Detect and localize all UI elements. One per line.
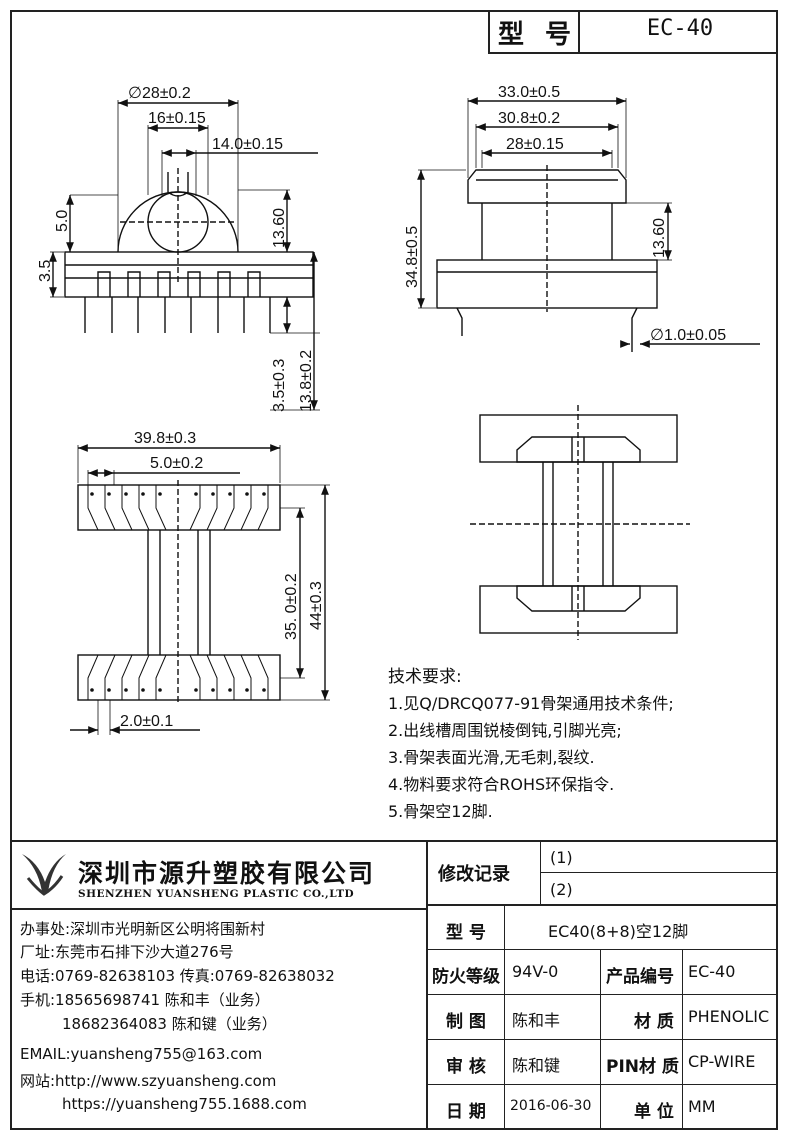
dim-13-60-left: 13.60 bbox=[271, 208, 288, 248]
dim-30-8: 30.8±0.2 bbox=[498, 110, 560, 127]
dim-outer-diameter: ∅28±0.2 bbox=[128, 85, 191, 102]
website-2[interactable]: https://yuansheng755.1688.com bbox=[62, 1095, 307, 1113]
front-view bbox=[49, 99, 320, 411]
grid-h bbox=[426, 949, 778, 950]
date-label: 日 期 bbox=[446, 1102, 486, 1122]
product-no-value: EC-40 bbox=[688, 962, 736, 981]
dim-14: 14.0±0.15 bbox=[212, 136, 283, 153]
side-view bbox=[417, 97, 760, 352]
grid-v bbox=[600, 949, 601, 1130]
revision-2: (2) bbox=[550, 880, 573, 899]
company-name-cn: 深圳市源升塑胶有限公司 bbox=[78, 859, 376, 888]
dim-39-8: 39.8±0.3 bbox=[134, 430, 196, 447]
tech-item: 2.出线槽周围锐棱倒钝,引脚光亮; bbox=[388, 721, 622, 740]
dim-28: 28±0.15 bbox=[506, 136, 564, 153]
title-divider bbox=[578, 10, 580, 54]
type-label: 型 号 bbox=[498, 20, 578, 50]
drawn-by-label: 制 图 bbox=[446, 1012, 486, 1032]
unit-label: 单 位 bbox=[634, 1102, 674, 1122]
model-value: EC40(8+8)空12脚 bbox=[548, 922, 689, 941]
tech-item: 3.骨架表面光滑,无毛刺,裂纹. bbox=[388, 748, 595, 767]
technical-drawing: ∅28±0.2 16±0.15 14.0±0.15 5.0 3.5 13.60 … bbox=[37, 84, 760, 735]
email[interactable]: EMAIL:yuansheng755@163.com bbox=[20, 1045, 263, 1063]
office-address: 办事处:深圳市光明新区公明将围新村 bbox=[20, 920, 266, 938]
dim-5: 5.0 bbox=[54, 210, 71, 232]
dim-34-8: 34.8±0.5 bbox=[404, 226, 421, 288]
website-1[interactable]: 网站:http://www.szyuansheng.com bbox=[20, 1072, 277, 1090]
dim-pin-diameter: ∅1.0±0.05 bbox=[650, 327, 726, 344]
unit-value: MM bbox=[688, 1097, 716, 1116]
company-name-en: SHENZHEN YUANSHENG PLASTIC CO.,LTD bbox=[78, 888, 355, 900]
grid-h bbox=[426, 1039, 778, 1040]
mobile-2: 18682364083 陈和键（业务） bbox=[62, 1015, 277, 1033]
checked-by-label: 审 核 bbox=[446, 1057, 486, 1077]
grid-h bbox=[540, 872, 778, 873]
title-block-bottom bbox=[10, 840, 778, 1132]
dim-2-0: 2.0±0.1 bbox=[120, 713, 173, 730]
type-value: EC-40 bbox=[646, 16, 714, 41]
fire-rating-value: 94V-0 bbox=[512, 962, 559, 981]
grid-h bbox=[426, 904, 778, 906]
top-view bbox=[70, 444, 330, 735]
model-label: 型 号 bbox=[446, 923, 486, 943]
fire-rating-label: 防火等级 bbox=[432, 967, 500, 987]
product-no-label: 产品编号 bbox=[606, 967, 674, 987]
dim-44: 44±0.3 bbox=[308, 581, 325, 630]
dim-3-5-pin: 3.5±0.3 bbox=[271, 359, 288, 412]
factory-address: 厂址:东莞市石排下沙大道276号 bbox=[20, 943, 234, 961]
pin-holes bbox=[90, 492, 266, 692]
dim-33: 33.0±0.5 bbox=[498, 84, 560, 101]
tech-item: 1.见Q/DRCQ077-91骨架通用技术条件; bbox=[388, 694, 674, 713]
material-value: PHENOLIC bbox=[688, 1007, 770, 1026]
grid-h bbox=[426, 994, 778, 995]
dim-13-8: 13.8±0.2 bbox=[298, 350, 315, 412]
pin-material-label: PIN材 质 bbox=[606, 1057, 679, 1077]
tech-requirements-list: 1.见Q/DRCQ077-91骨架通用技术条件; 2.出线槽周围锐棱倒钝,引脚光… bbox=[388, 690, 674, 825]
dim-13-60-right: 13.60 bbox=[651, 218, 668, 258]
mobile-1: 手机:18565698741 陈和丰（业务） bbox=[20, 991, 270, 1009]
dim-5-0: 5.0±0.2 bbox=[150, 455, 203, 472]
title-block bbox=[488, 10, 778, 54]
dim-35: 35. 0±0.2 bbox=[283, 573, 300, 640]
grid-v bbox=[682, 949, 683, 1130]
date-value: 2016-06-30 bbox=[510, 1098, 592, 1114]
divider bbox=[10, 908, 428, 910]
checked-by-value: 陈和键 bbox=[512, 1056, 561, 1075]
pin-material-value: CP-WIRE bbox=[688, 1052, 756, 1071]
tech-requirements-title: 技术要求: bbox=[388, 667, 462, 687]
revision-label: 修改记录 bbox=[438, 864, 510, 885]
revision-1: (1) bbox=[550, 848, 573, 867]
company-logo-icon bbox=[22, 854, 66, 896]
dim-3-5: 3.5 bbox=[37, 260, 54, 282]
tech-item: 4.物料要求符合ROHS环保指令. bbox=[388, 775, 615, 794]
grid-h bbox=[426, 1084, 778, 1085]
table-border bbox=[426, 840, 428, 1130]
dim-16: 16±0.15 bbox=[148, 110, 206, 127]
drawing-frame bbox=[10, 10, 778, 1130]
tech-item: 5.骨架空12脚. bbox=[388, 802, 493, 821]
drawn-by-value: 陈和丰 bbox=[512, 1011, 561, 1030]
material-label: 材 质 bbox=[634, 1012, 674, 1032]
grid-v bbox=[504, 904, 505, 1130]
phone-fax: 电话:0769-82638103 传真:0769-82638032 bbox=[20, 967, 335, 985]
bottom-view bbox=[470, 405, 690, 640]
